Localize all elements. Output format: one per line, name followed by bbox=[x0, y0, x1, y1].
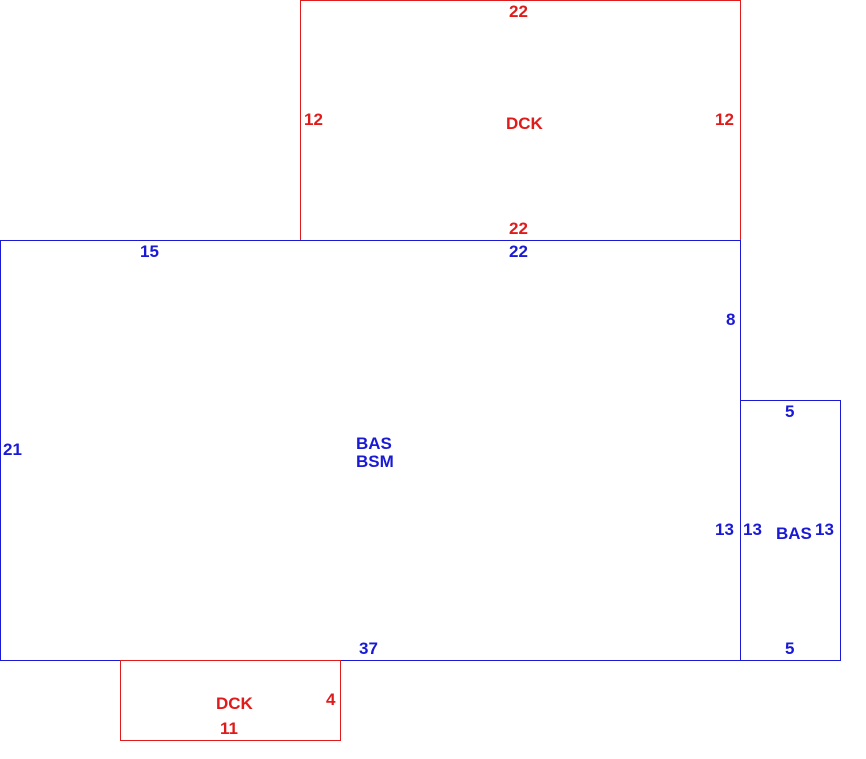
main-dimension-left: 21 bbox=[3, 440, 22, 459]
bas-small-label: BAS bbox=[776, 524, 812, 543]
main-area-label: BAS BSM bbox=[356, 435, 394, 471]
deck-bottom-dimension-right: 4 bbox=[326, 690, 336, 709]
main-label-bsm: BSM bbox=[356, 452, 394, 471]
deck-bottom-outline bbox=[120, 660, 341, 741]
deck-top-dimension-right: 12 bbox=[715, 110, 734, 129]
main-dimension-right-upper: 8 bbox=[726, 310, 736, 329]
main-dimension-bottom: 37 bbox=[359, 639, 378, 658]
deck-top-dimension-top: 22 bbox=[509, 2, 528, 21]
bas-small-dimension-top: 5 bbox=[785, 402, 795, 421]
deck-top-dimension-left: 12 bbox=[304, 110, 323, 129]
bas-small-dimension-bottom: 5 bbox=[785, 639, 795, 658]
bas-small-outline bbox=[740, 400, 841, 661]
deck-bottom-dimension-bottom: 11 bbox=[220, 719, 238, 738]
main-dimension-right-lower: 13 bbox=[715, 520, 734, 539]
deck-top-label: DCK bbox=[506, 114, 543, 133]
bas-small-dimension-right: 13 bbox=[815, 520, 834, 539]
main-dimension-top-left: 15 bbox=[140, 242, 159, 261]
main-label-bas: BAS bbox=[356, 434, 392, 453]
bas-small-dimension-left: 13 bbox=[743, 520, 762, 539]
deck-top-dimension-bottom: 22 bbox=[509, 219, 528, 238]
deck-bottom-label: DCK bbox=[216, 694, 253, 713]
main-dimension-top-right: 22 bbox=[509, 242, 528, 261]
